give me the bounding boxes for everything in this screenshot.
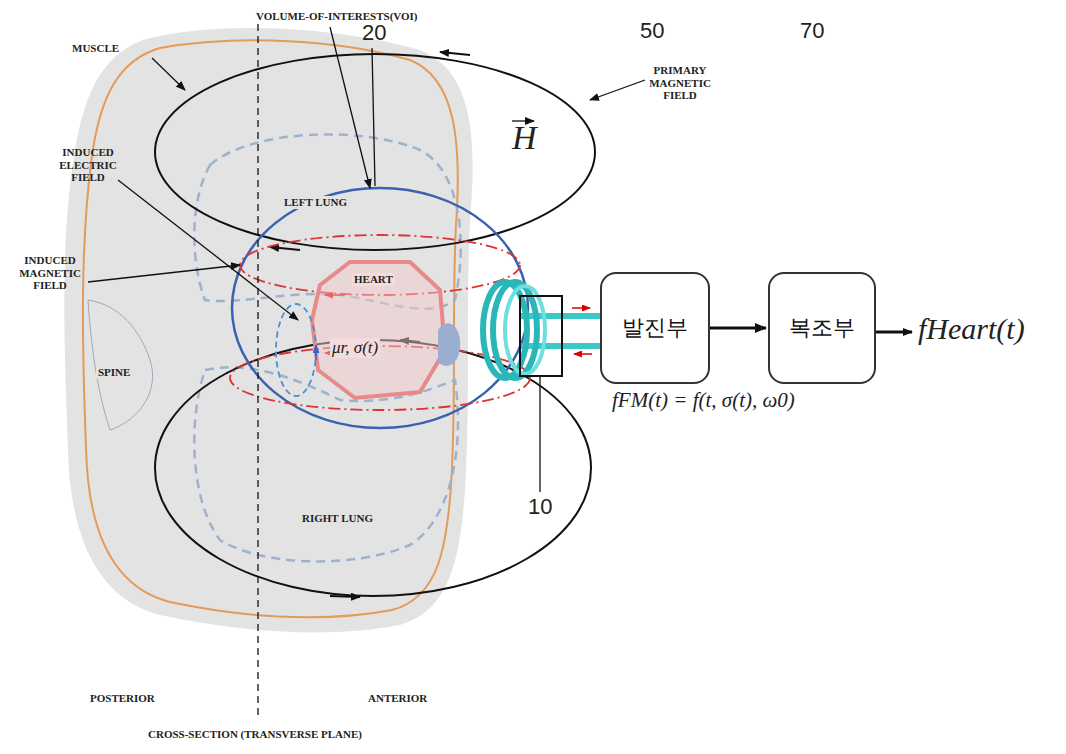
organ-label: SPINE: [96, 366, 132, 379]
spine-outline: [88, 300, 153, 430]
field-label: INDUCED ELECTRIC FIELD: [48, 146, 128, 184]
current-arrow: [574, 353, 592, 355]
direction-label: ANTERIOR: [368, 692, 427, 705]
primary-field-upper: [155, 54, 595, 250]
box-label: 복조부: [789, 313, 855, 343]
coil-frame: [520, 296, 562, 376]
leader-line: [372, 48, 375, 186]
caption-label: CROSS-SECTION (TRANSVERSE PLANE): [148, 728, 362, 741]
leader-line: [330, 27, 370, 188]
property-label: μr, σ(t): [330, 338, 380, 358]
callout-number: 50: [640, 18, 664, 43]
process-box: 복조부: [768, 272, 876, 384]
box-label: 발진부: [622, 313, 688, 343]
callout-number: 10: [528, 494, 552, 519]
callout-number: 20: [362, 20, 386, 45]
muscle-outline: [83, 40, 458, 617]
induced-arrow: [315, 345, 317, 360]
field-arrow: [440, 52, 470, 55]
heart-vessel: [438, 323, 460, 366]
field-arrow: [270, 247, 300, 250]
current-arrow: [572, 307, 590, 309]
organ-label: HEART: [352, 273, 395, 286]
vector-symbol: H: [512, 118, 537, 157]
region-label: MUSCLE: [72, 42, 119, 55]
leader-line: [590, 80, 645, 100]
organ-label: LEFT LUNG: [282, 196, 349, 209]
body-section: [64, 28, 472, 632]
heart-outline: [312, 262, 445, 398]
output-arrow: [876, 331, 912, 334]
region-label: VOLUME-OF-INTERESTS(VOI): [256, 10, 418, 23]
leader-line: [88, 265, 240, 282]
signal-label: fFM(t) = f(t, σ(t), ω0): [612, 388, 795, 412]
callout-number: 70: [800, 18, 824, 43]
signal-arrow: [710, 327, 766, 330]
field-label: INDUCED MAGNETIC FIELD: [10, 254, 90, 292]
field-label: PRIMARY MAGNETIC FIELD: [640, 64, 720, 102]
leader-line: [118, 180, 298, 320]
signal-label: fHeart(t): [918, 312, 1025, 347]
leader-line: [152, 58, 185, 90]
right-lung: [194, 367, 458, 561]
voi-circle: [232, 188, 528, 428]
process-box: 발진부: [600, 272, 710, 384]
direction-label: POSTERIOR: [90, 692, 155, 705]
organ-label: RIGHT LUNG: [300, 512, 375, 525]
field-arrow: [330, 596, 360, 597]
leader-line: [539, 376, 540, 492]
section-line: [257, 24, 258, 715]
